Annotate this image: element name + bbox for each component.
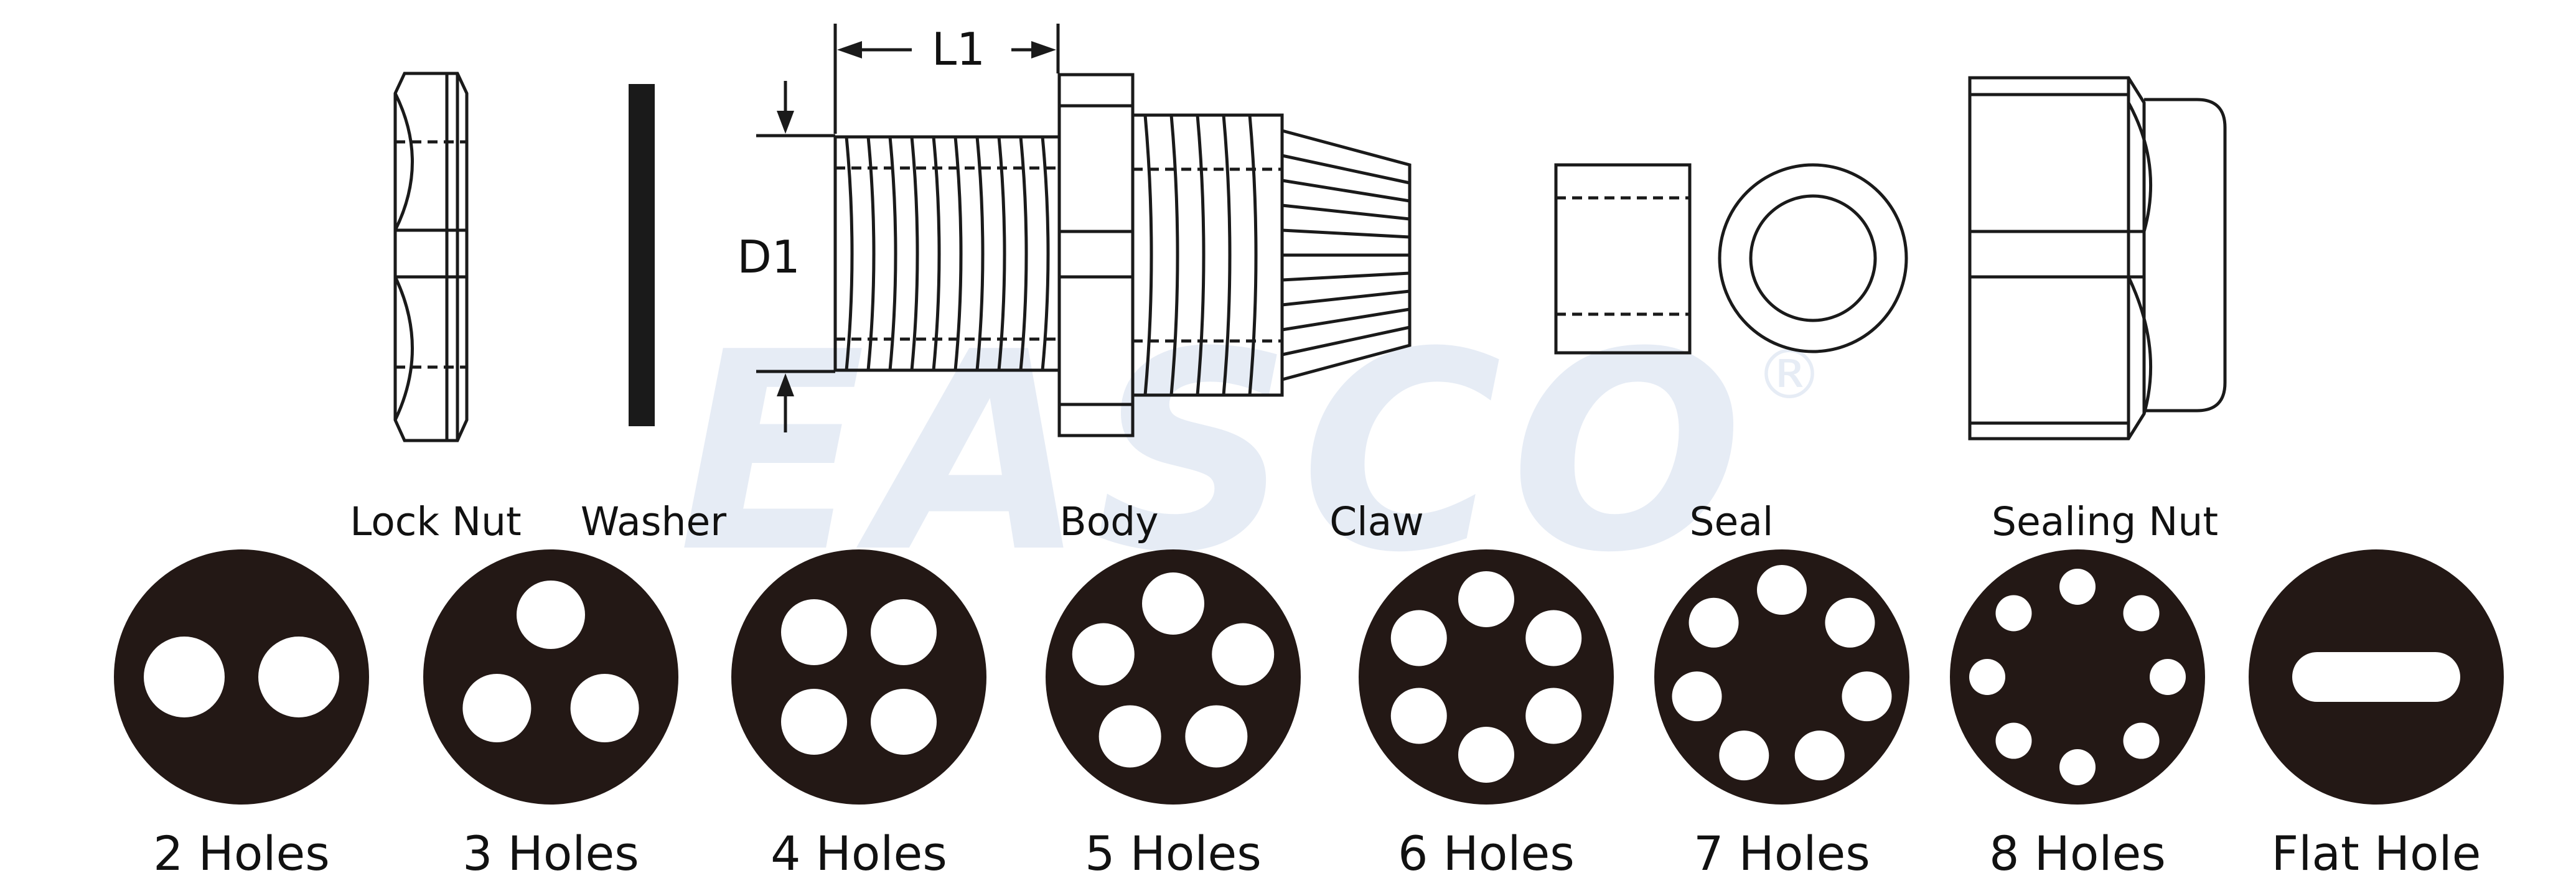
hole xyxy=(781,599,847,665)
claw-finger-line xyxy=(1281,307,1410,332)
hole xyxy=(2059,569,2096,605)
thread-line xyxy=(1019,136,1028,371)
hole-option-5: 5 Holes xyxy=(1046,549,1301,881)
hole xyxy=(1390,688,1447,744)
hole xyxy=(258,637,339,717)
part-label-claw: Claw xyxy=(1329,499,1424,544)
hole xyxy=(462,674,532,742)
hole xyxy=(1212,623,1275,686)
part-label-washer: Washer xyxy=(581,499,726,544)
hole xyxy=(1142,572,1204,635)
hole-option-label: 7 Holes xyxy=(1693,826,1870,881)
hole xyxy=(2150,659,2186,695)
part-label-lock-nut: Lock Nut xyxy=(350,499,521,544)
hole-option-7: 7 Holes xyxy=(1654,549,1909,881)
dimension-d1-label: D1 xyxy=(737,231,800,283)
thread-line xyxy=(1222,114,1232,396)
hole xyxy=(1794,730,1845,781)
thread-line xyxy=(1196,114,1206,396)
body-drawing xyxy=(833,73,1284,437)
hole-option-8: 8 Holes xyxy=(1950,549,2205,881)
dimension-l1-label: L1 xyxy=(932,23,985,75)
thread-line xyxy=(1248,114,1258,396)
hole xyxy=(1390,610,1447,666)
claw-drawing xyxy=(1280,128,1412,382)
thread-line xyxy=(1041,136,1050,371)
hole xyxy=(1995,722,2032,759)
hole xyxy=(1458,571,1514,627)
claw-finger-line xyxy=(1281,289,1410,307)
sealing-nut-drawing xyxy=(1968,76,2227,441)
thread-line xyxy=(910,136,919,371)
lock-nut-drawing xyxy=(393,72,469,442)
hole-option-label: 6 Holes xyxy=(1398,826,1575,881)
claw-finger-line xyxy=(1281,228,1410,239)
hole xyxy=(1185,705,1248,768)
hole-option-label: 5 Holes xyxy=(1085,826,1262,881)
washer-drawing xyxy=(629,84,655,426)
hole-option-label: Flat Hole xyxy=(2272,826,2481,881)
hole-option-label: 3 Holes xyxy=(462,826,639,881)
hole-option-4: 4 Holes xyxy=(731,549,986,881)
hole xyxy=(2059,749,2096,785)
hole xyxy=(1825,597,1875,648)
hole xyxy=(1525,688,1582,744)
part-label-seal: Seal xyxy=(1690,499,1774,544)
watermark-registered-mark: ® xyxy=(1755,335,1824,414)
dimension-l1 xyxy=(833,24,1060,134)
thread-line xyxy=(845,136,854,371)
hole xyxy=(2123,722,2160,759)
flat-hole xyxy=(2292,652,2460,702)
hole-option-flat: Flat Hole xyxy=(2249,549,2504,881)
part-label-sealing-nut: Sealing Nut xyxy=(1992,499,2218,544)
hole xyxy=(1072,623,1135,686)
hole xyxy=(871,599,937,665)
gland-disc xyxy=(114,549,369,805)
hole xyxy=(517,581,585,649)
hole xyxy=(1098,705,1161,768)
hole-option-label: 8 Holes xyxy=(1989,826,2166,881)
claw-finger-line xyxy=(1281,179,1410,203)
seal-side-drawing xyxy=(1554,163,1692,355)
hole-options: 2 Holes 3 Holes 4 Holes 5 Holes 6 Holes 7 Hol… xyxy=(114,549,2504,881)
hole xyxy=(1995,595,2032,632)
claw-finger-line xyxy=(1281,203,1410,221)
thread-line xyxy=(975,136,985,371)
claw-finger-line xyxy=(1281,271,1410,282)
claw-finger-line xyxy=(1281,325,1410,357)
gland-disc xyxy=(731,549,986,805)
hole-option-label: 2 Holes xyxy=(153,826,330,881)
hole xyxy=(144,637,225,717)
hole-option-label: 4 Holes xyxy=(770,826,947,881)
thread-line xyxy=(1143,114,1153,396)
hole-option-2: 2 Holes xyxy=(114,549,369,881)
hole xyxy=(781,689,847,755)
hole-option-6: 6 Holes xyxy=(1359,549,1614,881)
dimension-d1 xyxy=(756,81,835,432)
hole-option-3: 3 Holes xyxy=(423,549,678,881)
part-label-body: Body xyxy=(1059,499,1158,544)
hole xyxy=(1525,610,1582,666)
claw-finger-line xyxy=(1281,154,1410,185)
part-labels: Lock Nut Washer Body Claw Seal Sealing N… xyxy=(350,499,2218,544)
hole xyxy=(871,689,937,755)
hole xyxy=(2123,595,2160,632)
hole xyxy=(1719,730,1769,781)
seal-front-drawing xyxy=(1718,163,1908,353)
hole xyxy=(570,674,639,742)
hole xyxy=(1688,597,1739,648)
hole xyxy=(1969,659,2005,695)
hole xyxy=(1458,727,1514,783)
thread-line xyxy=(1169,114,1179,396)
hole xyxy=(1842,671,1892,722)
hole xyxy=(1672,671,1722,722)
hole xyxy=(1757,565,1807,615)
